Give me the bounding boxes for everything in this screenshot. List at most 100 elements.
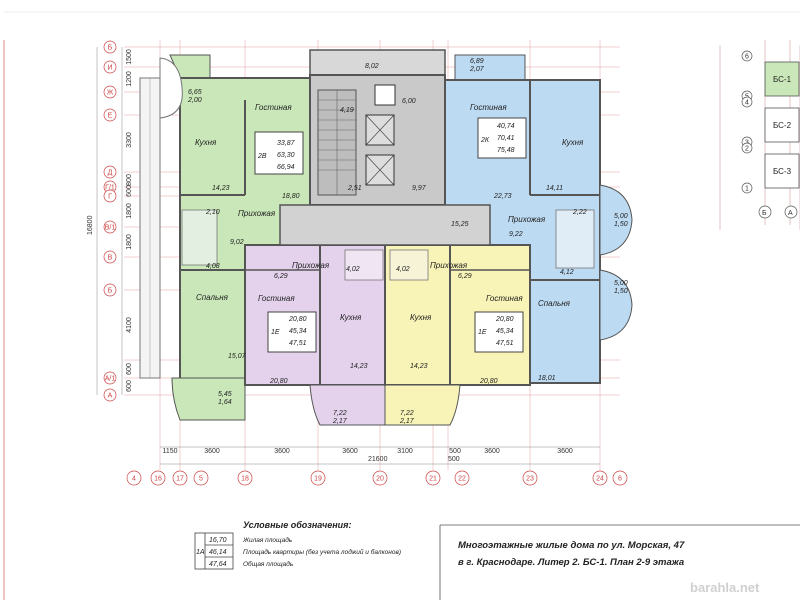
axis-number-circle bbox=[612, 470, 628, 486]
legend-title: Условные обозначения: bbox=[243, 520, 351, 530]
title-line-1: Многоэтажные жилые дома по ул. Морская, … bbox=[458, 540, 685, 551]
apartment-living: 33,87 bbox=[277, 140, 296, 147]
room-area: 20,80 bbox=[479, 378, 498, 385]
extra-area: 2,10 bbox=[205, 209, 220, 216]
section-box bbox=[764, 107, 800, 143]
room-name: Кухня bbox=[410, 313, 432, 322]
axis-letter: Г/1 bbox=[105, 185, 115, 192]
axis-number: 17 bbox=[176, 476, 184, 483]
room-area: 14,23 bbox=[410, 363, 428, 370]
legend-value: 46,14 bbox=[209, 549, 227, 556]
apartment-total: 45,34 bbox=[289, 328, 307, 335]
room-name: Прихожая bbox=[292, 261, 330, 270]
axis-number-circle bbox=[172, 470, 188, 486]
watermark: barahla.net bbox=[690, 580, 760, 595]
room-area: 9,22 bbox=[509, 231, 523, 238]
axis-number-circle bbox=[126, 470, 142, 486]
axis-number-circle bbox=[425, 470, 441, 486]
axis-letter: Б bbox=[108, 288, 113, 295]
section-axis-circle bbox=[741, 96, 753, 108]
extra-area: 1,50 bbox=[614, 221, 628, 228]
axis-number: 21 bbox=[429, 476, 437, 483]
legend: Условные обозначения: 1А 16,70 46,14 47,… bbox=[194, 520, 401, 570]
room-names: Гостиная Кухня Прихожая Спальня Гостиная… bbox=[195, 103, 584, 322]
room-name: Кухня bbox=[562, 138, 584, 147]
legend-type: 1А bbox=[196, 549, 205, 556]
room-area: 20,80 bbox=[269, 378, 288, 385]
axis-letter-dim: 3300 bbox=[126, 132, 133, 148]
axis-number-circle bbox=[592, 470, 608, 486]
extra-area: 7,22 bbox=[333, 410, 347, 417]
legend-value: 16,70 bbox=[209, 537, 227, 544]
axis-letter-dim: 600 bbox=[126, 185, 133, 197]
axis-letter-circle bbox=[103, 283, 117, 297]
bottom-dim: 3600 bbox=[557, 448, 573, 455]
overall-height-dim: 16800 bbox=[87, 215, 94, 235]
axis-number: 24 bbox=[596, 476, 604, 483]
apartment-type: 2В bbox=[257, 153, 267, 160]
axis-letter-dim: 1800 bbox=[126, 234, 133, 250]
extra-area: 4,02 bbox=[396, 266, 410, 273]
axis-letter-dim: 800 bbox=[126, 174, 133, 186]
axis-number: 20 bbox=[376, 476, 384, 483]
apartment-stat-boxes: 2В 33,87 63,30 66,94 2К 40,74 70,41 75,4… bbox=[257, 123, 515, 347]
section-bottom-axes: Б А bbox=[758, 205, 798, 219]
section-boxes: БС-165БС-243БС-321 bbox=[741, 50, 800, 194]
section-axis-circle bbox=[741, 50, 753, 62]
room-area: 15,07 bbox=[228, 353, 247, 360]
legend-text: Жилая площадь bbox=[242, 536, 293, 544]
axis-letter-dim: 600 bbox=[126, 363, 133, 375]
section-box bbox=[764, 153, 800, 189]
extra-areas: 6,65 2,00 2,10 4,08 5,45 1,64 6,89 2,07 … bbox=[187, 58, 628, 425]
axis-number-circle bbox=[193, 470, 209, 486]
room-area: 14,23 bbox=[350, 363, 368, 370]
extra-area: 2,17 bbox=[332, 418, 348, 425]
axis-number: 4 bbox=[132, 476, 136, 483]
axis-letter-circle bbox=[103, 85, 117, 99]
apartment-with-balcony: 47,51 bbox=[496, 340, 514, 347]
room-name: Гостиная bbox=[255, 103, 292, 112]
axis-letter: И bbox=[107, 65, 112, 72]
core-area: 4,19 bbox=[340, 107, 354, 114]
extra-area: 4,12 bbox=[560, 269, 574, 276]
axis-number: 6 bbox=[618, 476, 622, 483]
axis-letter-circle bbox=[103, 60, 117, 74]
apartment-with-balcony: 47,51 bbox=[289, 340, 307, 347]
room-area: 6,29 bbox=[458, 273, 472, 280]
room-name: Спальня bbox=[538, 299, 571, 308]
section-bottom-axis: Б bbox=[762, 210, 767, 217]
axis-number-circle bbox=[237, 470, 253, 486]
apartment-total: 70,41 bbox=[497, 135, 515, 142]
axis-number-circle bbox=[454, 470, 470, 486]
axis-letter-circle bbox=[103, 388, 117, 402]
axis-letter-dim: 4100 bbox=[126, 317, 133, 333]
axis-letter-circle bbox=[103, 40, 117, 54]
section-axis-circle bbox=[741, 142, 753, 154]
section-axis: 2 bbox=[745, 146, 749, 153]
axis-number: 5 bbox=[199, 476, 203, 483]
room-area: 6,29 bbox=[274, 273, 288, 280]
extra-area: 4,02 bbox=[346, 266, 360, 273]
axis-letter: Б bbox=[108, 45, 113, 52]
apartment-living: 20,80 bbox=[288, 316, 307, 323]
room-name: Спальня bbox=[196, 293, 229, 302]
axis-letter-dim: 600 bbox=[126, 380, 133, 392]
room-name: Прихожая bbox=[238, 209, 276, 218]
apartment-type: 1Е bbox=[271, 329, 280, 336]
apartment-type: 1Е bbox=[478, 329, 487, 336]
axis-number: 23 bbox=[526, 476, 534, 483]
room-name: Кухня bbox=[340, 313, 362, 322]
extra-area: 2,22 bbox=[572, 209, 587, 216]
extra-area: 1,50 bbox=[614, 288, 628, 295]
room-area: 14,11 bbox=[546, 185, 563, 192]
section-label: БС-2 bbox=[773, 121, 792, 130]
extra-area: 7,22 bbox=[400, 410, 414, 417]
extra-area: 5,00 bbox=[614, 280, 628, 287]
axis-letter: А/1 bbox=[105, 376, 116, 383]
legend-value: 47,64 bbox=[209, 561, 227, 568]
apartment-type: 2К bbox=[480, 137, 490, 144]
apartment-with-balcony: 75,48 bbox=[497, 147, 515, 154]
